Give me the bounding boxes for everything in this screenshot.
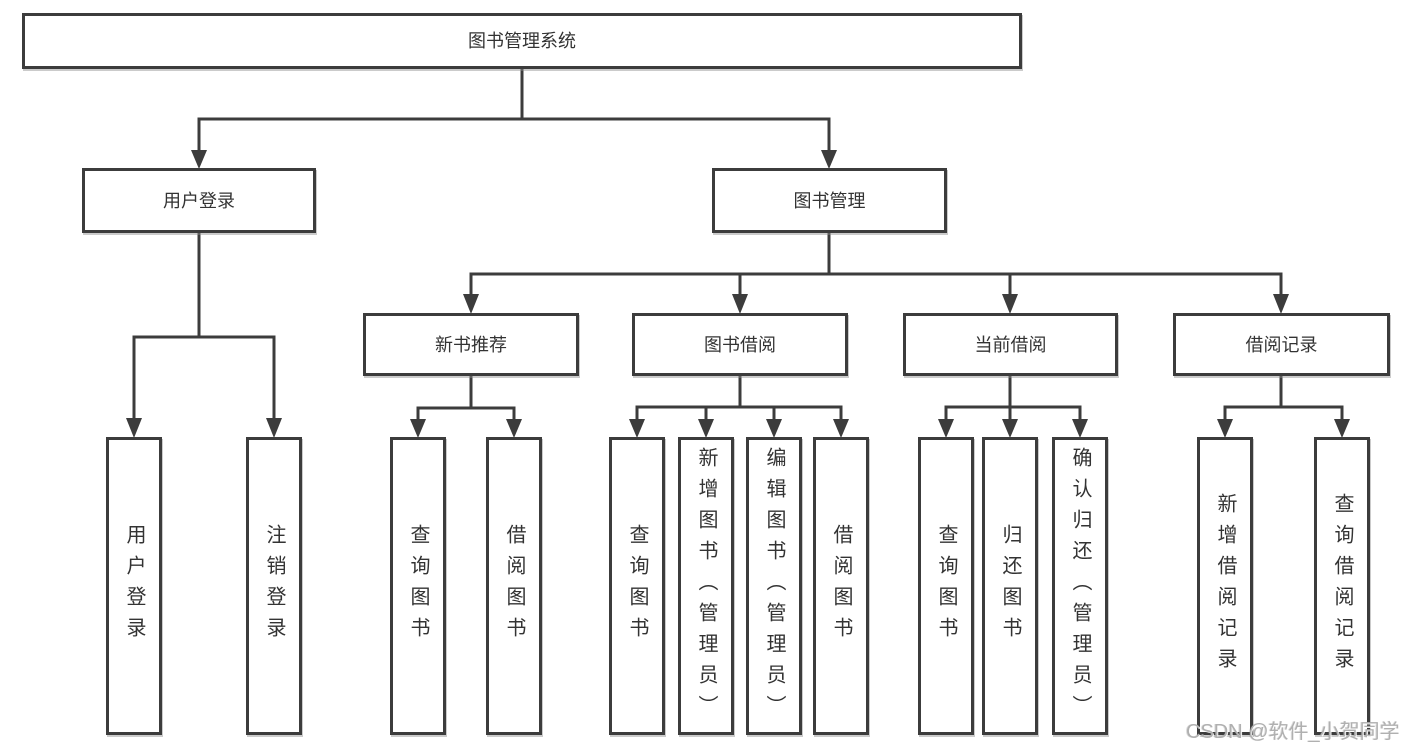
node-label: 图书管理系统: [468, 31, 576, 51]
connector-book-borrow-to-leaves: [629, 376, 849, 438]
leaf-label: 新增图书（管理员）: [695, 446, 717, 726]
leaf-query-books: 查询图书: [918, 437, 974, 735]
node-label: 新书推荐: [435, 334, 507, 355]
connector-user-login-to-leaves: [126, 233, 282, 438]
leaf-label: 归还图书: [999, 524, 1021, 648]
leaf-edit-books-admin: 编辑图书（管理员）: [746, 437, 802, 735]
leaf-label: 确认归还（管理员）: [1069, 446, 1091, 726]
leaf-add-borrow-record: 新增借阅记录: [1197, 437, 1253, 735]
node-label: 图书管理: [793, 190, 866, 211]
node-label: 图书借阅: [704, 334, 776, 355]
node-new-book-recommendation: 新书推荐: [363, 313, 579, 376]
connector-root-to-level2: [191, 69, 837, 169]
leaf-label: 借阅图书: [830, 524, 852, 648]
node-current-borrowing: 当前借阅: [903, 313, 1118, 376]
node-borrowing-records: 借阅记录: [1173, 313, 1390, 376]
leaf-label: 注销登录: [263, 524, 285, 648]
leaf-query-books: 查询图书: [609, 437, 665, 735]
leaf-label: 新增借阅记录: [1214, 493, 1236, 679]
node-user-login: 用户登录: [82, 168, 316, 233]
node-book-management: 图书管理: [712, 168, 947, 233]
leaf-query-books: 查询图书: [390, 437, 446, 735]
leaf-label: 借阅图书: [503, 524, 525, 648]
leaf-label: 查询借阅记录: [1331, 493, 1353, 679]
leaf-label: 编辑图书（管理员）: [763, 446, 785, 726]
leaf-borrow-books: 借阅图书: [813, 437, 869, 735]
leaf-user-login: 用户登录: [106, 437, 162, 735]
node-label: 借阅记录: [1245, 334, 1318, 355]
connector-borrow-record-to-leaves: [1217, 376, 1350, 438]
connector-book-mgmt-to-level3: [463, 233, 1289, 314]
leaf-borrow-books: 借阅图书: [486, 437, 542, 735]
node-book-borrowing: 图书借阅: [632, 313, 848, 376]
leaf-return-books: 归还图书: [982, 437, 1038, 735]
leaf-label: 查询图书: [407, 524, 429, 648]
leaf-label: 用户登录: [123, 524, 145, 648]
node-library-management-system: 图书管理系统: [22, 13, 1022, 69]
node-label: 当前借阅: [974, 334, 1047, 355]
connector-new-book-rec-to-leaves: [410, 376, 522, 438]
node-label: 用户登录: [163, 190, 235, 211]
leaf-confirm-return-admin: 确认归还（管理员）: [1052, 437, 1108, 735]
connector-current-borrow-to-leaves: [938, 376, 1088, 438]
leaf-label: 查询图书: [935, 524, 957, 648]
csdn-watermark: CSDN @软件_小贺同学: [1186, 721, 1400, 743]
leaf-label: 查询图书: [626, 524, 648, 648]
leaf-add-books-admin: 新增图书（管理员）: [678, 437, 734, 735]
leaf-logout: 注销登录: [246, 437, 302, 735]
leaf-query-borrow-record: 查询借阅记录: [1314, 437, 1370, 735]
